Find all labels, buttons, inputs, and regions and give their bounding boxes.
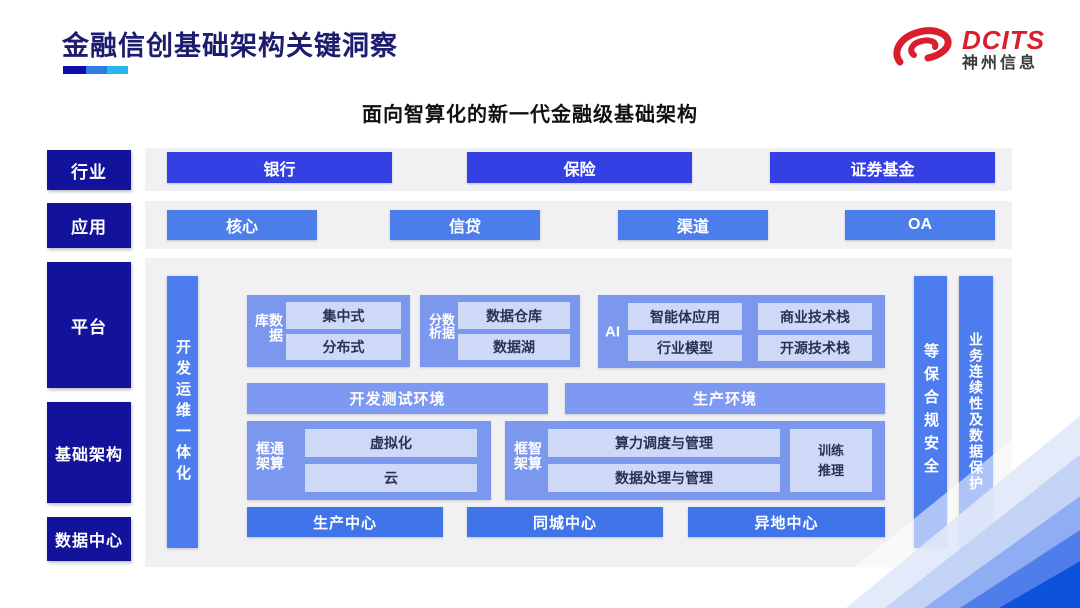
logo-swirl-icon <box>893 27 952 66</box>
underline-segment-dark <box>63 66 86 74</box>
page-title: 金融信创基础架构关键洞察 <box>62 31 398 61</box>
smart-compute-label: 智算框架 <box>513 440 543 471</box>
application-item-credit: 信贷 <box>390 210 540 240</box>
database-item-distributed: 分布式 <box>286 334 401 360</box>
ai-block: AI 智能体应用 商业技术栈 行业模型 开源技术栈 <box>598 295 885 368</box>
underline-segment-medium <box>86 66 107 74</box>
devtest-environment-bar: 开发测试环境 <box>247 383 548 414</box>
row-label-platform: 平台 <box>47 262 131 388</box>
row-label-industry: 行业 <box>47 150 131 190</box>
devops-vertical-bar: 开发运维一体化 <box>167 276 198 548</box>
application-item-oa: OA <box>845 210 995 240</box>
row-label-infrastructure: 基础架构 <box>47 402 131 503</box>
analytics-block-label: 数据分析 <box>427 313 455 339</box>
title-underline <box>63 66 128 74</box>
datacenter-item-production: 生产中心 <box>247 507 443 537</box>
database-item-centralized: 集中式 <box>286 302 401 329</box>
row-label-datacenter: 数据中心 <box>47 517 131 561</box>
analytics-block: 数据分析 数据仓库 数据湖 <box>420 295 580 367</box>
smart-compute-item-scheduling: 算力调度与管理 <box>548 429 780 457</box>
continuity-vertical-bar: 业务连续性及数据保护 <box>959 276 993 548</box>
company-logo: DCITS 神州信息 <box>890 20 1066 80</box>
smart-compute-item-training-inference: 训练推理 <box>790 429 872 492</box>
ai-item-commercial-stack: 商业技术栈 <box>758 303 872 330</box>
smart-compute-block: 智算框架 算力调度与管理 数据处理与管理 训练推理 <box>505 421 885 500</box>
application-item-channel: 渠道 <box>618 210 768 240</box>
underline-segment-light <box>107 66 128 74</box>
general-compute-label: 通算框架 <box>255 440 285 471</box>
ai-item-opensource-stack: 开源技术栈 <box>758 335 872 361</box>
ai-block-label: AI <box>605 323 620 340</box>
database-block: 数据库 集中式 分布式 <box>247 295 410 367</box>
ai-item-agent-app: 智能体应用 <box>628 303 742 330</box>
production-environment-bar: 生产环境 <box>565 383 885 414</box>
industry-item-insurance: 保险 <box>467 152 692 183</box>
logo-brand: DCITS <box>962 24 1045 55</box>
general-compute-item-cloud: 云 <box>305 464 477 492</box>
smart-compute-item-data-processing: 数据处理与管理 <box>548 464 780 492</box>
analytics-item-lake: 数据湖 <box>458 334 570 360</box>
industry-item-bank: 银行 <box>167 152 392 183</box>
compliance-vertical-bar: 等保合规安全 <box>914 276 947 548</box>
industry-item-securities: 证券基金 <box>770 152 995 183</box>
database-block-label: 数据库 <box>254 313 284 343</box>
row-label-application: 应用 <box>47 203 131 248</box>
application-item-core: 核心 <box>167 210 317 240</box>
general-compute-block: 通算框架 虚拟化 云 <box>247 421 491 500</box>
logo-company-name: 神州信息 <box>962 55 1039 73</box>
training-inference-label: 训练推理 <box>817 443 844 478</box>
datacenter-item-remote: 异地中心 <box>688 507 885 537</box>
diagram-subtitle: 面向智算化的新一代金融级基础架构 <box>362 104 698 126</box>
general-compute-item-virtualization: 虚拟化 <box>305 429 477 457</box>
analytics-item-warehouse: 数据仓库 <box>458 302 570 329</box>
ai-item-industry-model: 行业模型 <box>628 335 742 361</box>
datacenter-item-same-city: 同城中心 <box>467 507 663 537</box>
